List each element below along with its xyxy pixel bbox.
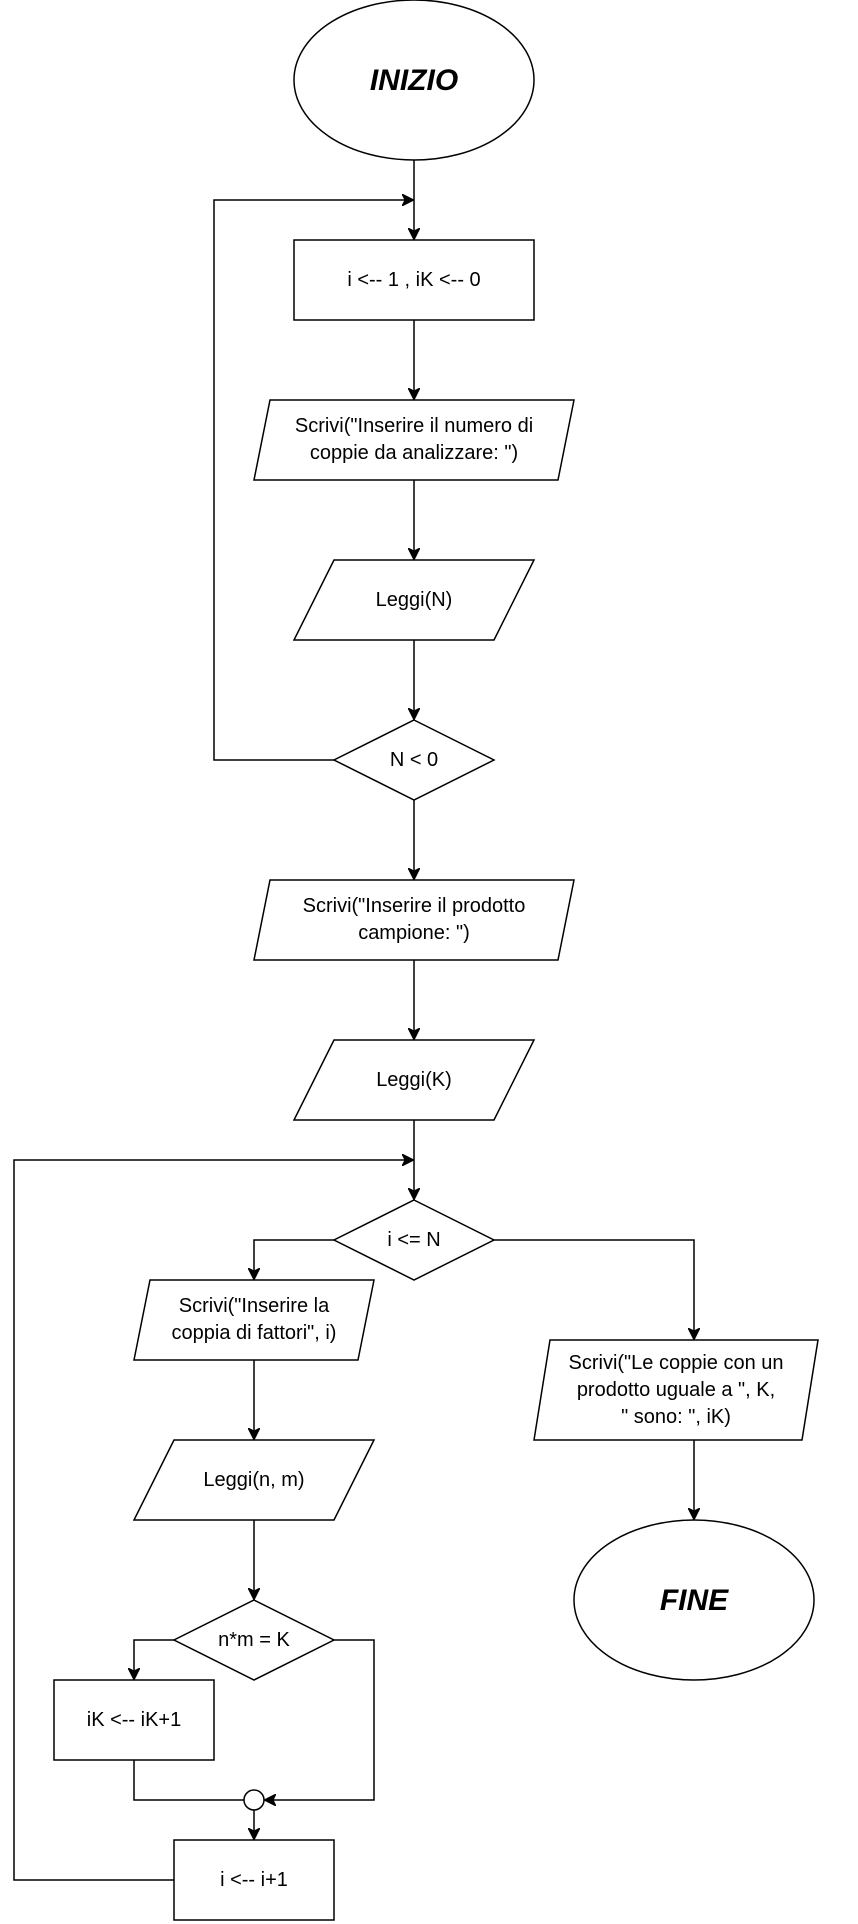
loop-condition-decision-shape: [332, 1199, 496, 1281]
init-label: i <-- 1 , iK <-- 0: [347, 268, 481, 291]
start-label: INIZIO: [369, 63, 459, 97]
product-check-label: n*m = K: [218, 1628, 290, 1651]
read-k-shape: [292, 1039, 536, 1121]
init-process-shape: [293, 239, 535, 321]
edge-increment-i-loop-back: [13, 1160, 412, 1881]
write-k-prompt-shape: [253, 879, 575, 961]
check-n-label: N < 0: [389, 748, 439, 771]
read-pair-label: Leggi(n, m): [203, 1468, 305, 1491]
write-result-label: Scrivi("Le coppie con un prodotto uguale…: [568, 1351, 784, 1428]
edge-product-check-to-merge: [266, 1639, 375, 1800]
loop-condition-label: i <= N: [387, 1228, 441, 1251]
edge-check-n-loop-back: [213, 200, 412, 761]
increment-ik-shape: [53, 1679, 215, 1761]
read-n-shape: [292, 559, 536, 641]
write-pair-prompt-shape: [133, 1279, 375, 1361]
increment-i-label: i <-- i+1: [220, 1868, 288, 1891]
read-pair-shape: [132, 1439, 376, 1521]
write-n-prompt-label: Scrivi("Inserire il numero di coppie da …: [294, 415, 534, 464]
end-terminal-shape: [573, 1519, 815, 1681]
write-k-prompt-label: Scrivi("Inserire il prodotto campione: "…: [302, 895, 526, 944]
edge-increment-ik-to-merge: [133, 1760, 244, 1801]
edge-loop-condition-to-write-pair: [254, 1239, 334, 1278]
increment-i-shape: [173, 1839, 335, 1921]
product-check-decision-shape: [172, 1599, 336, 1681]
read-n-label: Leggi(N): [375, 588, 453, 611]
edge-product-check-to-increment-ik: [134, 1639, 174, 1678]
merge-junction-shape: [243, 1789, 265, 1811]
write-pair-prompt-label: Scrivi("Inserire la coppia di fattori", …: [171, 1295, 337, 1344]
write-n-prompt-shape: [253, 399, 575, 481]
increment-ik-label: iK <-- iK+1: [86, 1708, 182, 1731]
edge-loop-condition-to-write-result: [494, 1239, 694, 1338]
write-result-shape: [533, 1339, 819, 1441]
read-k-label: Leggi(K): [376, 1068, 452, 1091]
end-label: FINE: [659, 1583, 729, 1617]
